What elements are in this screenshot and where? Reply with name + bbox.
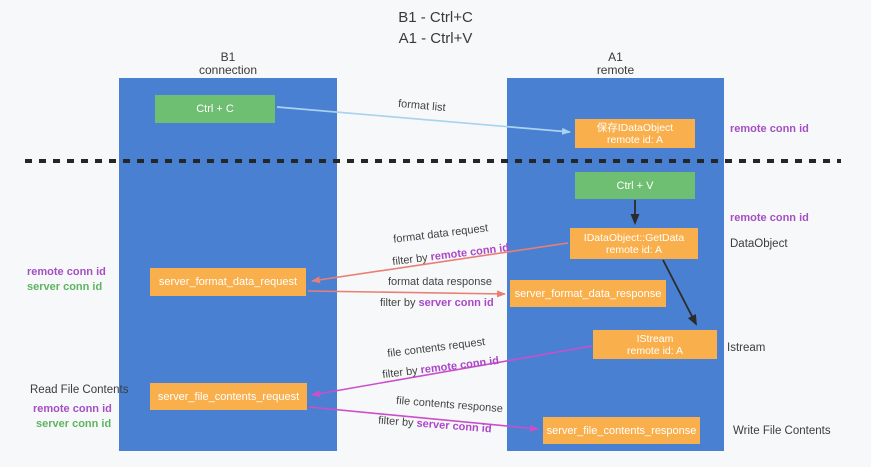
right-label-write-file-contents: Write File Contents: [733, 425, 831, 437]
node-server-file-contents-response-label: server_file_contents_response: [546, 424, 697, 437]
lane-header-a1: A1 remote: [507, 51, 724, 77]
right-label-dataobject: DataObject: [730, 238, 788, 250]
label-filter-server-2: filter by server conn id: [378, 415, 492, 436]
left-label-read-file-contents: Read File Contents: [30, 384, 129, 396]
node-save-dataobject-line2: remote id: A: [606, 133, 664, 146]
right-label-remote-conn-id-top: remote conn id: [730, 123, 809, 135]
filter-value-server-conn-id: server conn id: [418, 297, 494, 309]
left-label-remote-conn-id-bottom: remote conn id: [33, 403, 112, 415]
label-format-list: format list: [397, 97, 447, 115]
node-idataobject-getdata: IDataObject::GetData remote id: A: [570, 228, 698, 259]
label-format-data-request: format data request: [392, 222, 489, 246]
lane-b1-name: B1: [220, 50, 236, 64]
filter-by-text: filter by: [391, 251, 432, 269]
label-filter-remote-2: filter by remote conn id: [382, 355, 500, 381]
lane-b1-subtitle: connection: [198, 63, 258, 77]
label-filter-remote-1: filter by remote conn id: [392, 242, 510, 268]
right-label-istream: Istream: [727, 342, 766, 354]
label-format-data-response: format data response: [388, 276, 492, 288]
title-line-1: B1 - Ctrl+C: [398, 9, 473, 26]
left-label-server-conn-id-bottom: server conn id: [36, 418, 112, 430]
filter-value-server-conn-id: server conn id: [416, 417, 493, 436]
filter-value-remote-conn-id: remote conn id: [419, 354, 500, 377]
node-ctrl-v: Ctrl + V: [575, 172, 695, 199]
node-save-dataobject: 保存IDataObject remote id: A: [575, 119, 695, 148]
node-istream: IStream remote id: A: [593, 330, 717, 359]
node-server-format-data-response: server_format_data_response: [510, 280, 666, 307]
label-filter-server-1: filter by server conn id: [380, 297, 494, 309]
node-ctrl-c: Ctrl + C: [155, 95, 275, 123]
lane-header-b1: B1 connection: [119, 51, 337, 77]
node-istream-line2: remote id: A: [626, 344, 684, 357]
right-label-remote-conn-id-mid: remote conn id: [730, 212, 809, 224]
node-server-file-contents-request-label: server_file_contents_request: [157, 390, 300, 403]
lane-a1-subtitle: remote: [596, 63, 635, 77]
node-server-format-data-request-label: server_format_data_request: [158, 276, 298, 288]
lane-a1-name: A1: [608, 50, 623, 64]
node-ctrl-c-label: Ctrl + C: [196, 103, 234, 115]
node-ctrl-v-label: Ctrl + V: [616, 179, 654, 192]
node-getdata-line2: remote id: A: [605, 243, 663, 256]
node-server-file-contents-request: server_file_contents_request: [150, 383, 307, 410]
node-server-format-data-response-label: server_format_data_response: [514, 287, 662, 300]
label-file-contents-request: file contents request: [386, 336, 486, 360]
filter-by-text: filter by: [380, 297, 419, 309]
arrow-format-data-response: [307, 290, 506, 298]
node-save-dataobject-line1: 保存IDataObject: [596, 121, 674, 134]
label-file-contents-response: file contents response: [395, 394, 504, 416]
left-label-remote-conn-id-top: remote conn id: [27, 266, 106, 278]
node-istream-line1: IStream: [636, 332, 674, 345]
node-server-format-data-request: server_format_data_request: [150, 268, 306, 296]
title-line-2: A1 - Ctrl+V: [398, 30, 473, 47]
filter-by-text: filter by: [377, 414, 418, 430]
filter-by-text: filter by: [381, 364, 422, 382]
node-server-file-contents-response: server_file_contents_response: [543, 417, 700, 444]
node-getdata-line1: IDataObject::GetData: [583, 231, 685, 244]
filter-value-remote-conn-id: remote conn id: [429, 241, 510, 264]
diagram-title: B1 - Ctrl+C A1 - Ctrl+V: [0, 7, 871, 49]
left-label-server-conn-id-top: server conn id: [27, 281, 103, 293]
